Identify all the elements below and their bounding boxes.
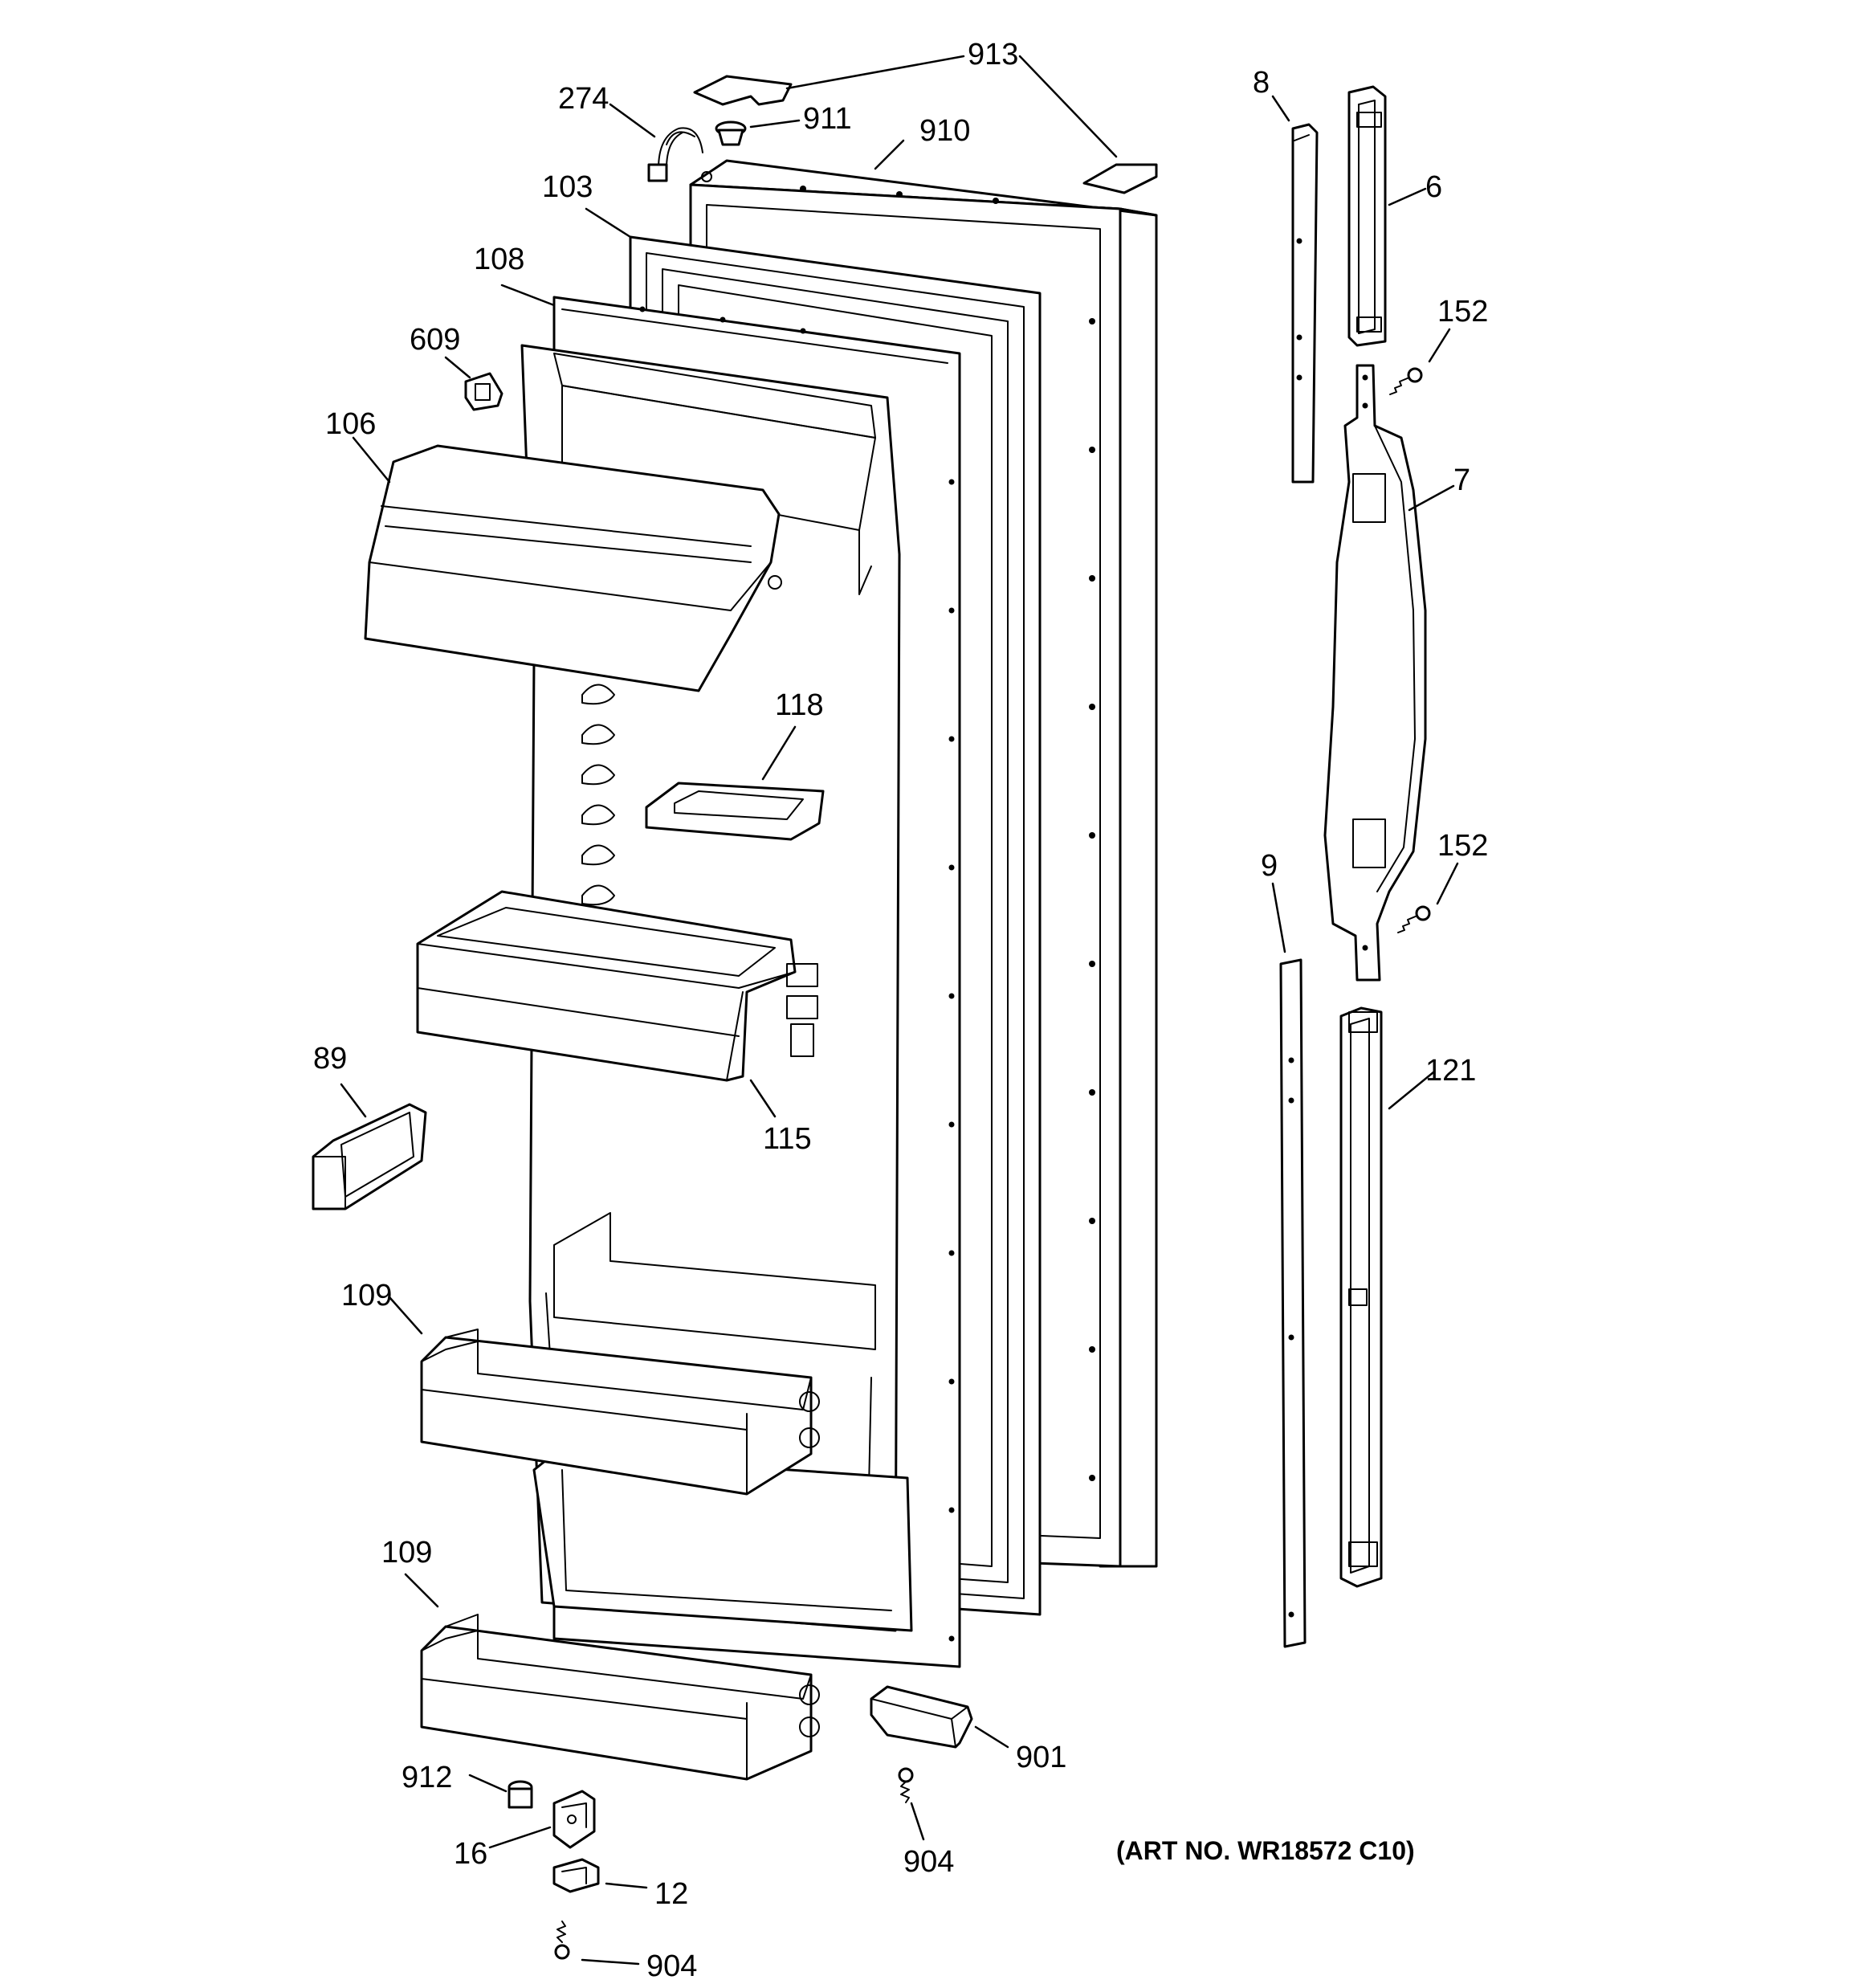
- callout-labels: 913 274 911 910 103 108 609 106 118 115 …: [313, 38, 1488, 1983]
- label-911: 911: [803, 102, 852, 136]
- label-152-upper: 152: [1437, 295, 1488, 329]
- label-9: 9: [1261, 849, 1278, 883]
- label-913: 913: [968, 38, 1018, 71]
- light-shield: [312, 1103, 427, 1210]
- handle-trim-upper: [1291, 123, 1319, 484]
- bottom-hinge: [552, 1790, 596, 1849]
- label-6: 6: [1425, 170, 1442, 204]
- hinge-screw-left: [554, 1921, 570, 1960]
- handle-trim-lower: [1279, 958, 1307, 1648]
- wire-harness: [647, 127, 703, 182]
- label-904-left: 904: [646, 1949, 697, 1983]
- butter-compartment-pad: [645, 782, 825, 841]
- label-115: 115: [763, 1122, 812, 1156]
- label-109-upper: 109: [341, 1279, 392, 1312]
- label-910: 910: [919, 114, 970, 148]
- door-bin-lower: [420, 1614, 820, 1781]
- label-109-lower: 109: [381, 1536, 432, 1570]
- label-106: 106: [325, 407, 376, 441]
- label-108: 108: [474, 243, 524, 276]
- door-handle: [1323, 364, 1427, 982]
- door-bin-upper: [420, 1329, 820, 1496]
- label-912: 912: [402, 1761, 452, 1794]
- leader-lines: [340, 55, 1459, 1966]
- hinge-bushing: [508, 1780, 533, 1809]
- dairy-compartment-cover: [364, 444, 782, 692]
- plug: [715, 120, 747, 146]
- label-904-right: 904: [903, 1845, 954, 1879]
- liner-dairy-shelf: [553, 1212, 876, 1350]
- screw-lower: [1397, 905, 1431, 933]
- label-152-lower: 152: [1437, 829, 1488, 863]
- hinge-cover: [870, 1685, 973, 1749]
- art-number: (ART NO. WR18572 C10): [1116, 1836, 1415, 1865]
- door-switch: [464, 372, 503, 411]
- label-901: 901: [1016, 1741, 1066, 1774]
- label-121: 121: [1425, 1054, 1476, 1088]
- label-103: 103: [542, 170, 593, 204]
- liner-shelf-ribs: [581, 684, 615, 906]
- hinge-bracket: [552, 1858, 600, 1893]
- handle-end-cap-upper: [1347, 85, 1387, 347]
- label-7: 7: [1453, 463, 1470, 497]
- label-609: 609: [410, 323, 460, 357]
- label-12: 12: [654, 1877, 688, 1911]
- seal-strip-right: [1082, 163, 1158, 194]
- label-89: 89: [313, 1042, 347, 1076]
- hinge-screw-right: [898, 1767, 914, 1803]
- label-8: 8: [1253, 66, 1270, 100]
- upper-door-bin: [416, 890, 818, 1082]
- label-118: 118: [775, 688, 824, 722]
- seal-strip-left: [693, 75, 793, 106]
- label-16: 16: [454, 1837, 487, 1871]
- handle-end-cap-lower: [1339, 1006, 1383, 1588]
- screw-upper: [1389, 367, 1423, 395]
- label-274: 274: [558, 82, 609, 116]
